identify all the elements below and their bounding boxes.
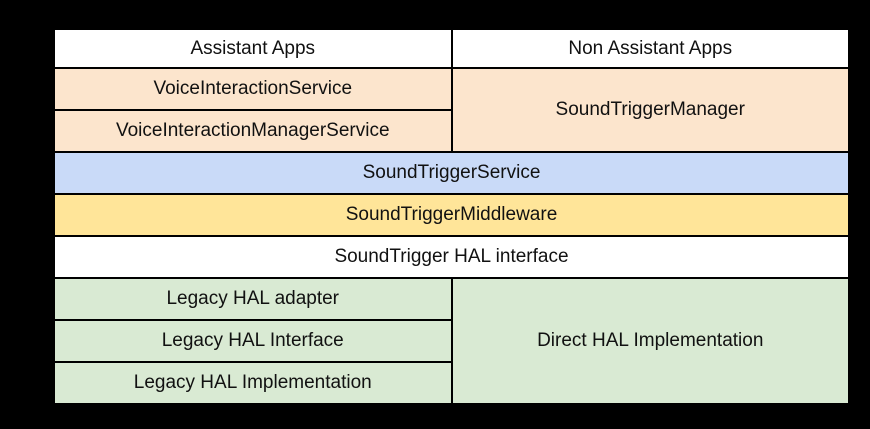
layer-legacy-hal-interface: Legacy HAL Interface [53, 319, 453, 363]
table-row: SoundTriggerMiddleware [53, 193, 850, 237]
table-row: SoundTrigger HAL interface [53, 235, 850, 279]
layer-voice-interaction-service: VoiceInteractionService [53, 67, 453, 111]
layer-assistant-apps: Assistant Apps [53, 28, 453, 69]
layer-sound-trigger-middleware: SoundTriggerMiddleware [53, 193, 850, 237]
layer-direct-hal-implementation: Direct HAL Implementation [450, 277, 850, 405]
layer-sound-trigger-hal-interface: SoundTrigger HAL interface [53, 235, 850, 279]
stack-table: Assistant Apps Non Assistant Apps VoiceI… [53, 28, 850, 405]
layer-sound-trigger-service: SoundTriggerService [53, 151, 850, 195]
sound-trigger-stack-diagram: Assistant Apps Non Assistant Apps VoiceI… [53, 28, 850, 405]
table-row: SoundTriggerService [53, 151, 850, 195]
table-row: Legacy HAL Interface [53, 319, 849, 363]
layer-legacy-hal-adapter: Legacy HAL adapter [53, 277, 453, 321]
table-row: Assistant Apps Non Assistant Apps [53, 28, 850, 69]
layer-sound-trigger-manager: SoundTriggerManager [450, 67, 850, 153]
table-row: Legacy HAL Implementation [53, 361, 849, 405]
layer-voice-interaction-manager-service: VoiceInteractionManagerService [53, 109, 453, 153]
table-row: Legacy HAL adapter Direct HAL Implementa… [53, 277, 850, 405]
table-row: VoiceInteractionManagerService [53, 109, 849, 153]
layer-legacy-hal-implementation: Legacy HAL Implementation [53, 361, 453, 405]
table-row: VoiceInteractionService SoundTriggerMana… [53, 67, 850, 153]
layer-non-assistant-apps: Non Assistant Apps [450, 28, 850, 69]
